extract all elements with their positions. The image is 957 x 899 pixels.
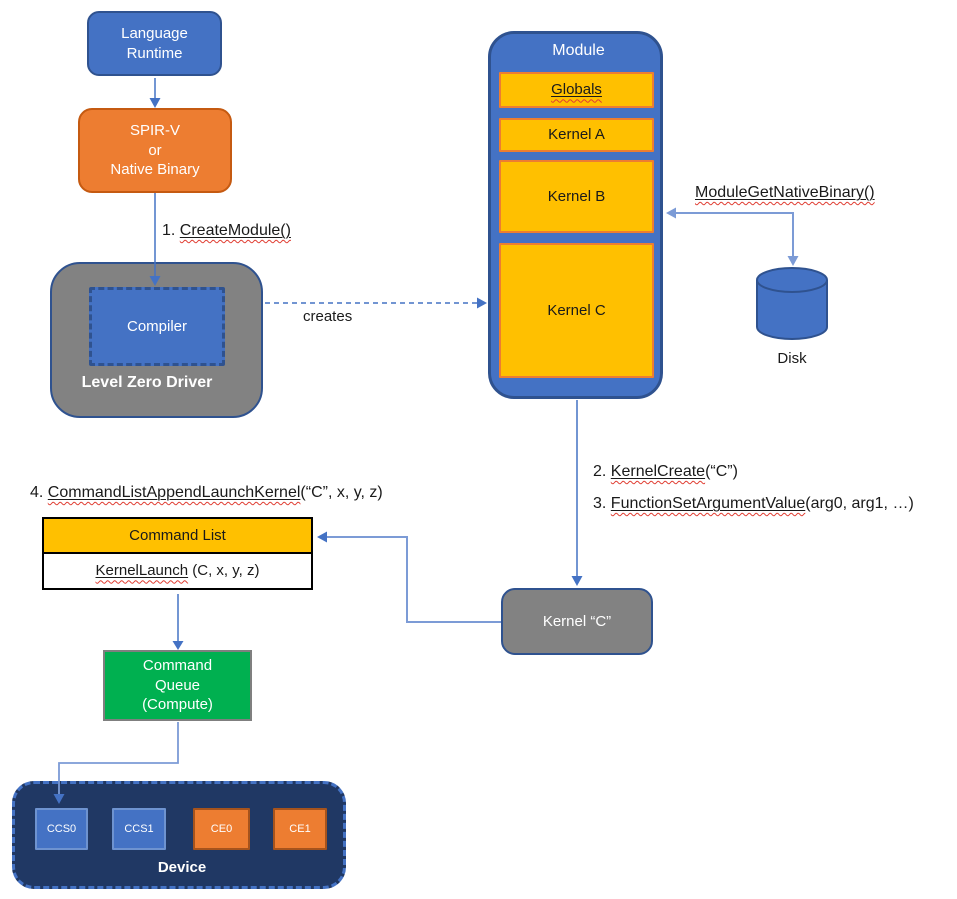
module-node: Module Globals Kernel A Kernel B Kernel … xyxy=(488,31,663,399)
step3-suffix: (arg0, arg1, …) xyxy=(805,495,914,512)
step4-function-name: CommandListAppendLaunchKernel xyxy=(47,484,301,501)
step3-prefix: 3. xyxy=(593,495,611,512)
device-engine-ccs0: CCS0 xyxy=(35,808,88,850)
module-get-native-binary-function: ModuleGetNativeBinary() xyxy=(695,184,875,201)
step3-function-name: FunctionSetArgumentValue xyxy=(610,495,806,512)
arrow-disk-to-module xyxy=(666,207,799,266)
disk-cylinder-icon xyxy=(756,267,828,340)
arrow-language-to-spirv xyxy=(149,78,161,108)
level-zero-driver-label: Level Zero Driver xyxy=(81,373,213,391)
step2-function-name: KernelCreate xyxy=(610,463,706,480)
compiler-node: Compiler xyxy=(89,287,225,366)
module-kernel-c-node: Kernel C xyxy=(499,243,654,378)
module-get-native-binary-label: ModuleGetNativeBinary() xyxy=(695,184,875,202)
step1-function-name: CreateModule() xyxy=(179,222,291,239)
step1-label: 1. CreateModule() xyxy=(162,222,291,240)
disk-label: Disk xyxy=(777,350,807,367)
device-node: CCS0 CCS1 CE0 CE1 Device xyxy=(12,781,346,889)
device-engine-ce1: CE1 xyxy=(273,808,327,850)
creates-edge-label: creates xyxy=(303,308,353,325)
step2-prefix: 2. xyxy=(593,463,611,480)
module-globals-label: Globals xyxy=(551,81,602,99)
step4-prefix: 4. xyxy=(30,484,48,501)
kernel-launch-fn: KernelLaunch xyxy=(95,562,189,580)
step2-label: 2. KernelCreate(“C”) xyxy=(593,463,738,481)
module-title: Module xyxy=(552,41,605,59)
arrow-module-to-kernel-c xyxy=(571,400,583,586)
command-list-header: Command List xyxy=(42,517,313,554)
kernel-launch-args: (C, x, y, z) xyxy=(188,562,260,580)
command-list-node: Command List KernelLaunch (C, x, y, z) xyxy=(42,517,313,590)
arrow-kernel-c-to-command-list xyxy=(317,531,501,623)
spirv-native-binary-node: SPIR-V or Native Binary xyxy=(78,108,232,193)
step3-label: 3. FunctionSetArgumentValue(arg0, arg1, … xyxy=(593,495,914,513)
module-kernel-b-node: Kernel B xyxy=(499,160,654,233)
device-engine-ccs1: CCS1 xyxy=(112,808,166,850)
step4-label: 4. CommandListAppendLaunchKernel(“C”, x,… xyxy=(30,484,383,502)
kernel-c-instance-node: Kernel “C” xyxy=(501,588,653,655)
level-zero-driver-node: Compiler Level Zero Driver xyxy=(50,262,263,418)
language-runtime-node: Language Runtime xyxy=(87,11,222,76)
arrow-command-list-to-queue xyxy=(172,594,184,650)
step1-prefix: 1. xyxy=(162,222,180,239)
module-kernel-a-node: Kernel A xyxy=(499,118,654,152)
command-queue-node: Command Queue (Compute) xyxy=(103,650,252,721)
step2-suffix: (“C”) xyxy=(705,463,738,480)
command-list-kernel-launch-row: KernelLaunch (C, x, y, z) xyxy=(42,552,313,590)
device-label: Device xyxy=(157,859,207,877)
device-engine-ce0: CE0 xyxy=(193,808,250,850)
arrow-creates-driver-to-module xyxy=(265,297,487,309)
module-globals-node: Globals xyxy=(499,72,654,108)
step4-suffix: (“C”, x, y, z) xyxy=(300,484,383,501)
